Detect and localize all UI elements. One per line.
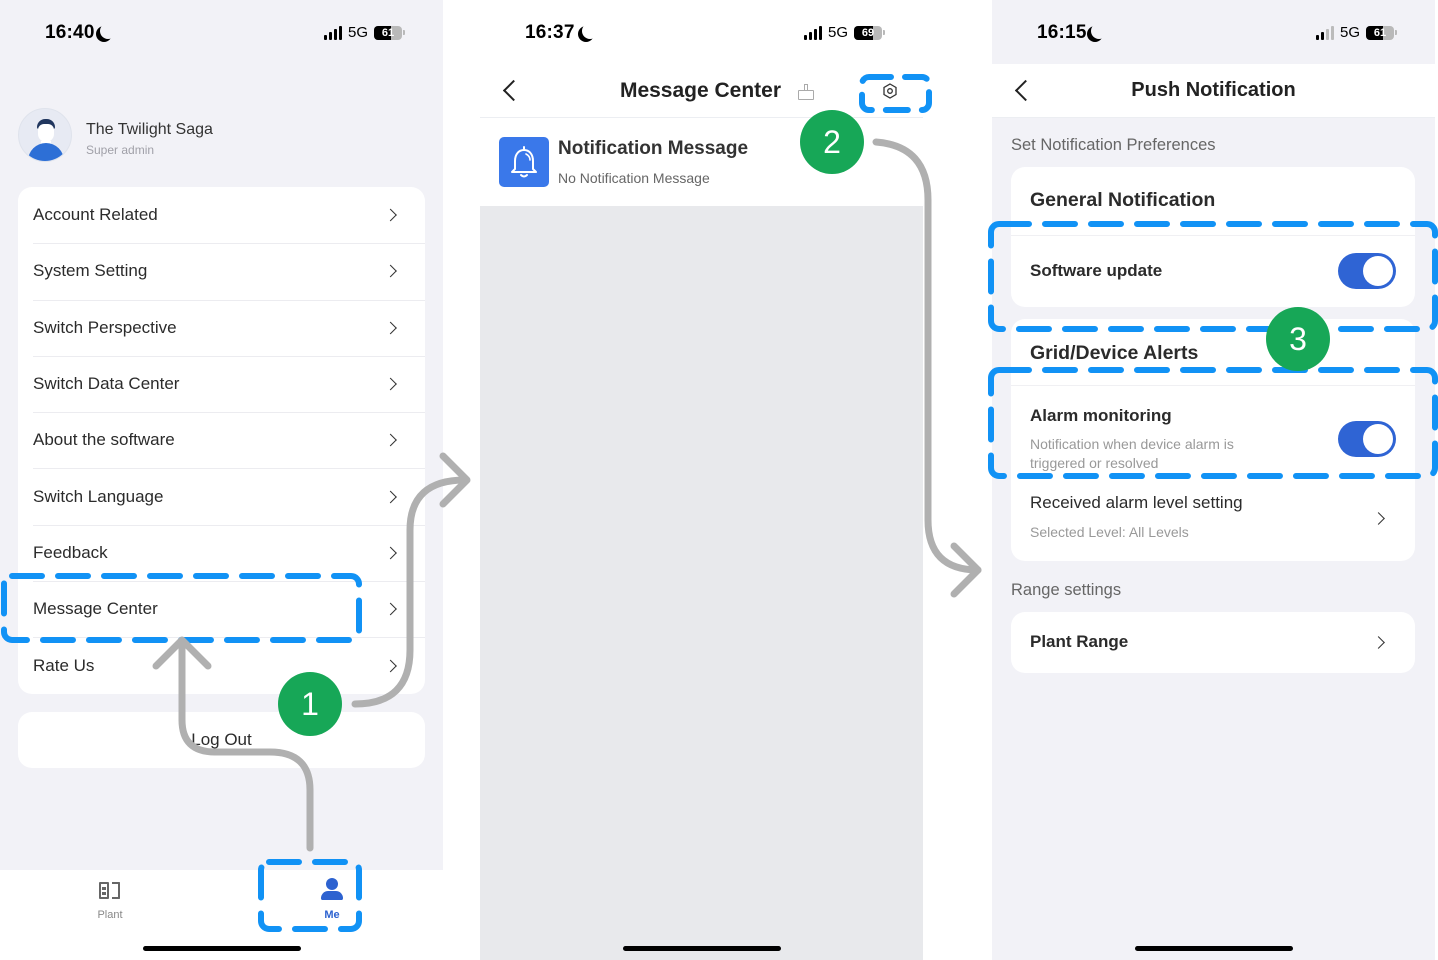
chevron-right-icon [384, 546, 397, 560]
alarm-monitoring-label: Alarm monitoring [1030, 406, 1172, 425]
logout-button[interactable]: Log Out [18, 712, 425, 768]
section-label-preferences: Set Notification Preferences [1011, 136, 1216, 154]
page-title: Message Center [619, 79, 782, 102]
bell-icon [499, 137, 549, 187]
menu-item-message-center[interactable]: Message Center [18, 581, 425, 637]
signal-icon [803, 25, 822, 40]
chevron-right-icon [1372, 512, 1385, 525]
chevron-right-icon [384, 265, 397, 278]
battery-icon: 69 [854, 25, 882, 40]
person-icon [320, 878, 344, 900]
network-type: 5G [827, 24, 848, 41]
grid-device-alerts-card: Grid/Device Alerts Alarm monitoring Noti… [1011, 319, 1415, 561]
menu-item-about-software[interactable]: About the software [18, 412, 425, 468]
status-bar: 16:40 5G 61 [0, 20, 443, 46]
home-indicator [142, 946, 301, 951]
alarm-level-label: Received alarm level setting [1030, 493, 1243, 512]
chevron-right-icon [384, 490, 397, 503]
tab-plant[interactable]: Plant [70, 876, 150, 921]
chevron-right-icon [384, 208, 397, 222]
step-badge-1: 1 [278, 672, 342, 736]
chevron-right-icon [384, 321, 397, 335]
menu-item-switch-language[interactable]: Switch Language [18, 468, 425, 524]
general-notification-card: General Notification Software update [1011, 167, 1415, 307]
notification-subtitle: No Notification Message [558, 170, 710, 186]
chevron-right-icon [384, 602, 397, 616]
avatar[interactable] [18, 108, 72, 162]
notification-title: Notification Message [558, 138, 749, 159]
chevron-right-icon [384, 659, 397, 672]
status-bar: 16:15 5G 61 [992, 20, 1435, 46]
arrow-1b-head [439, 452, 471, 508]
page-title: Push Notification [1131, 79, 1296, 101]
software-update-toggle[interactable] [1338, 253, 1396, 289]
status-bar: 16:37 5G 69 [480, 20, 923, 46]
screen-push-notification: 16:15 5G 61 Push Notification Set Notifi… [992, 0, 1435, 960]
menu-item-rate-us[interactable]: Rate Us [18, 637, 425, 693]
chevron-right-icon [1372, 636, 1385, 649]
settings-icon[interactable] [882, 83, 898, 99]
menu-item-system-setting[interactable]: System Setting [18, 243, 425, 299]
empty-message-area [480, 206, 923, 960]
signal-icon [1315, 25, 1334, 40]
software-update-label: Software update [1030, 261, 1163, 280]
status-time: 16:37 [525, 22, 575, 43]
nav-bar: Message Center [480, 64, 923, 118]
profile-name: The Twilight Saga [86, 121, 213, 138]
alarm-monitoring-toggle[interactable] [1338, 421, 1396, 457]
settings-menu: Account Related System Setting Switch Pe… [18, 187, 425, 694]
plant-icon [98, 878, 122, 900]
alarm-level-row[interactable]: Received alarm level setting Selected Le… [1011, 477, 1415, 561]
battery-icon: 61 [374, 25, 402, 40]
status-time: 16:40 [45, 22, 95, 43]
alarm-monitoring-description: Notification when device alarm is trigge… [1030, 436, 1234, 471]
profile-role: Super admin [86, 143, 155, 157]
chevron-right-icon [384, 377, 397, 391]
arrow-2-head [950, 542, 982, 598]
plant-range-row[interactable]: Plant Range [1011, 612, 1415, 673]
battery-icon: 61 [1366, 25, 1394, 40]
clear-all-icon[interactable] [798, 84, 814, 100]
section-label-range: Range settings [1011, 581, 1122, 599]
nav-bar: Push Notification [992, 64, 1435, 118]
menu-item-account-related[interactable]: Account Related [18, 187, 425, 243]
menu-item-switch-data-center[interactable]: Switch Data Center [18, 355, 425, 412]
moon-icon [100, 23, 116, 39]
plant-range-label: Plant Range [1030, 632, 1129, 651]
home-indicator [1134, 946, 1293, 951]
chevron-right-icon [384, 433, 397, 447]
home-indicator [622, 946, 781, 951]
step-badge-3: 3 [1266, 307, 1330, 371]
alarm-level-value: Selected Level: All Levels [1030, 524, 1189, 540]
moon-icon [582, 23, 598, 39]
general-notification-heading: General Notification [1030, 189, 1216, 211]
menu-item-switch-perspective[interactable]: Switch Perspective [18, 299, 425, 356]
signal-icon [323, 25, 342, 40]
network-type: 5G [1339, 24, 1360, 41]
grid-device-alerts-heading: Grid/Device Alerts [1030, 342, 1199, 364]
network-type: 5G [347, 24, 368, 41]
moon-icon [1091, 23, 1107, 39]
status-time: 16:15 [1037, 22, 1087, 43]
tab-me[interactable]: Me [292, 876, 372, 921]
step-badge-2: 2 [800, 110, 864, 174]
menu-item-feedback[interactable]: Feedback [18, 524, 425, 581]
screen-me: 16:40 5G 61 The Twilight Saga Super admi… [0, 0, 443, 960]
